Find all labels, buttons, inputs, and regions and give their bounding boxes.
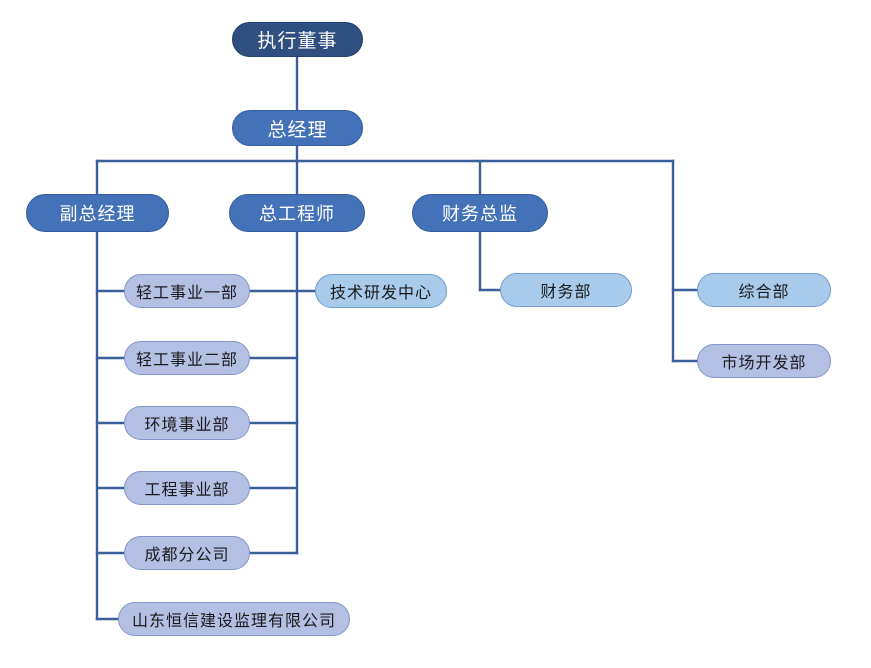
node-general-manager[interactable]: 总经理 [232,110,363,146]
node-chief-engineer[interactable]: 总工程师 [229,194,365,232]
node-engineering-division[interactable]: 工程事业部 [124,471,250,505]
node-executive-director[interactable]: 执行董事 [232,22,363,57]
node-finance-director[interactable]: 财务总监 [412,194,548,232]
node-finance-department[interactable]: 财务部 [500,273,632,307]
node-shandong-hengxin-supervision[interactable]: 山东恒信建设监理有限公司 [118,602,350,636]
node-chengdu-branch[interactable]: 成都分公司 [124,536,250,570]
node-rnd-center[interactable]: 技术研发中心 [315,274,447,308]
node-deputy-general-manager[interactable]: 副总经理 [26,194,169,232]
node-environment-division[interactable]: 环境事业部 [124,406,250,440]
node-light-industry-division-2[interactable]: 轻工事业二部 [124,341,250,375]
node-market-development-department[interactable]: 市场开发部 [697,344,831,378]
node-general-affairs-department[interactable]: 综合部 [697,273,831,307]
node-light-industry-division-1[interactable]: 轻工事业一部 [124,274,250,308]
